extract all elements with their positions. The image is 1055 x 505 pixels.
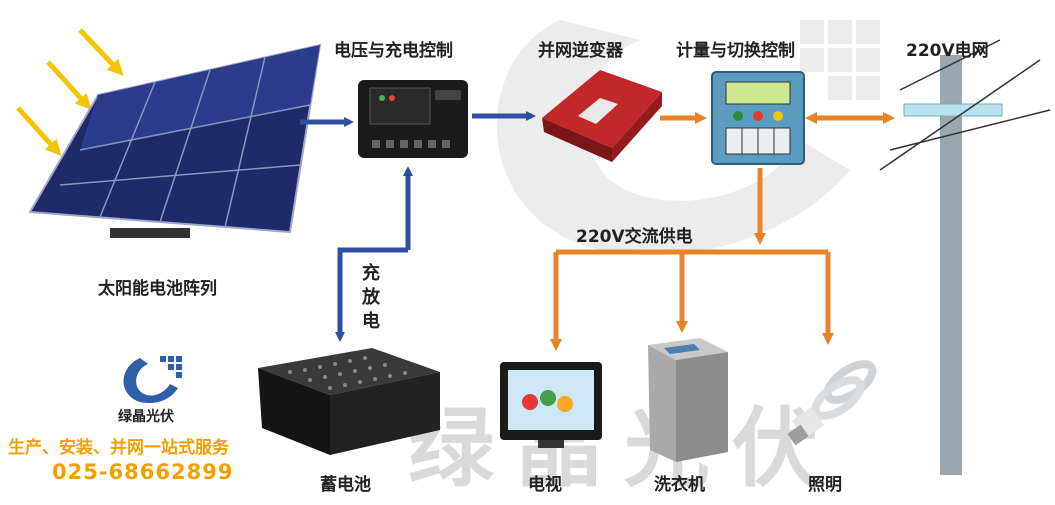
dc-flow-arrows [300, 111, 536, 342]
utility-pole-icon [879, 39, 1051, 475]
solar-panel-icon [28, 43, 322, 238]
meter-switch-label: 计量与切换控制 [676, 41, 795, 61]
light-bulb-icon [787, 360, 877, 446]
charge-controller-icon [358, 80, 468, 158]
inverter-label: 并网逆变器 [538, 41, 623, 61]
lighting-label: 照明 [808, 475, 842, 495]
brand-phone: 025-68662899 [52, 460, 234, 484]
battery-icon [258, 348, 440, 455]
inverter-icon [542, 70, 662, 162]
battery-label: 蓄电池 [320, 475, 371, 495]
charge-controller-label: 电压与充电控制 [334, 41, 453, 61]
solar-array-label: 太阳能电池阵列 [98, 279, 217, 299]
tv-icon [500, 362, 602, 448]
ac-flow-arrows [550, 112, 895, 351]
tv-label: 电视 [528, 475, 562, 495]
washer-label: 洗衣机 [654, 475, 705, 495]
brand-slogan: 生产、安装、并网一站式服务 [8, 438, 229, 458]
grid-label: 220V电网 [906, 41, 989, 61]
meter-switch-icon [711, 71, 805, 165]
ac-supply-label: 220V交流供电 [576, 227, 693, 247]
brand-name: 绿晶光伏 [118, 409, 174, 425]
charge-discharge-label: 充放电 [362, 263, 380, 332]
washing-machine-icon [648, 338, 728, 462]
sun-ray-icon [16, 28, 124, 156]
watermark-text: 绿晶光伏 [408, 399, 840, 499]
brand-logo-icon [123, 356, 182, 404]
